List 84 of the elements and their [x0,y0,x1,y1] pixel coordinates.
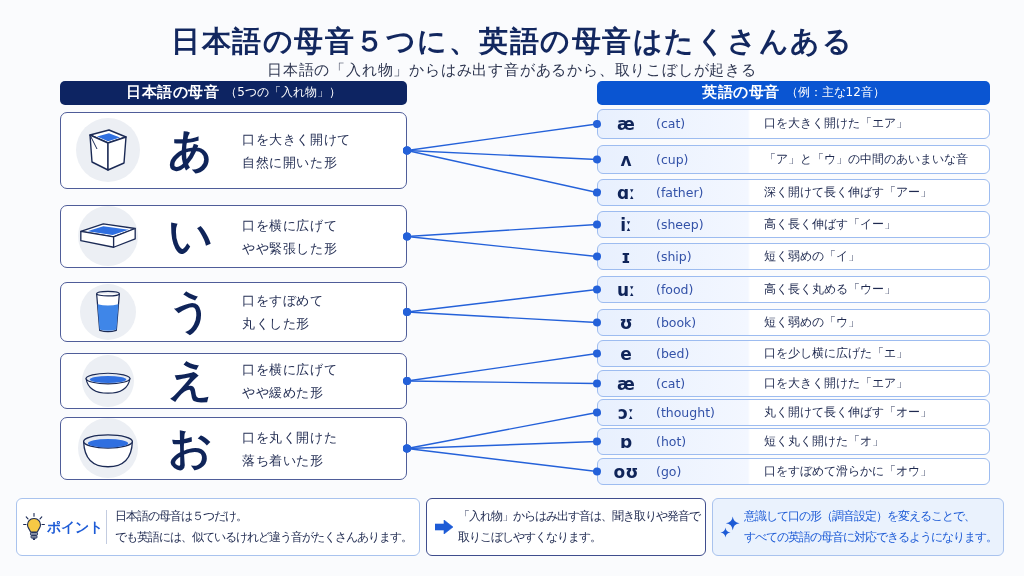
vowel-description: 高く長く丸める「ウー」 [764,282,896,297]
example-word: (go) [656,464,682,479]
mouth-shape-description: 口を横に広げてやや緊張した形 [242,216,338,258]
vowel-description: 短く丸く開けた「オ」 [764,434,884,449]
connector-line [403,408,601,453]
heading-note: （例：主な12音） [785,86,885,100]
vowel-card [60,205,407,268]
note-text: 日本語の母音は５つだけ。でも英語には、似ているけれど違う音がたくさんあります。 [115,508,412,546]
example-word: (ship) [656,249,692,264]
vowel-row [597,243,990,270]
vowel-description: 高く長く伸ばす「イー」 [764,217,896,232]
example-word: (food) [656,282,694,297]
phonetic-symbol: oʊ [613,462,639,481]
header-band [597,81,990,105]
vowel-description: 口を大きく開けた「エア」 [764,117,908,131]
phonetic-symbol: iː [620,215,632,234]
vowel-description: 丸く開けて長く伸ばす「オー」 [764,405,932,420]
mouth-shape-description: 口を丸く開けた落ち着いた形 [242,428,338,470]
phonetic-symbol: ʊ [619,313,633,332]
vowel-row [597,109,990,139]
phonetic-symbol: e [620,344,632,363]
note-box [712,498,1004,556]
vowel-row [597,179,990,206]
vowel-row [597,458,990,485]
header-band [60,81,407,105]
vowel-row [597,145,990,174]
mouth-shape-description: 口を大きく開けて自然に開いた形 [242,130,351,172]
subtitle: 日本語の「入れ物」からはみ出す音があるから、取りこぼしが起きる [267,62,757,79]
phonetic-symbol: ʌ [620,150,632,169]
phonetic-symbol: ɒ [619,432,633,451]
point-heading: ポイント [47,519,103,535]
phonetic-symbol: æ [617,114,635,134]
kana-character: あ [167,127,213,172]
note-box [426,498,706,556]
vowel-description: 口を少し横に広げた「エ」 [764,346,908,361]
connector-line [403,232,601,261]
example-word: (cat) [656,376,686,391]
vowel-card [60,282,407,342]
connector-line [403,308,601,327]
example-word: (book) [656,315,697,330]
example-word: (cat) [656,117,686,131]
vowel-card [60,417,407,480]
note-text: 意識して口の形（調音設定）を変えることで、すべての英語の母音に対応できるようになります。 [744,508,997,546]
note-text: 「入れ物」からはみ出す音は、聞き取りや発音で取りこぼしやすくなります。 [458,508,700,546]
vowel-description: 深く開けて長く伸ばす「アー」 [764,185,932,200]
vowel-card [60,112,407,189]
example-word: (father) [656,185,704,200]
phonetic-symbol: ɔː [618,403,634,422]
vowel-card [60,353,407,409]
kana-character: い [167,213,213,258]
mouth-shape-description: 口をすぼめて丸くした形 [242,292,324,333]
vowel-row [597,309,990,336]
vowel-row [597,370,990,397]
column-heading: 日本語の母音 [126,85,220,101]
heading-note: （5つの「入れ物」） [225,86,341,100]
vowel-row [597,211,990,238]
vowel-row [597,340,990,367]
column-heading: 英語の母音 [702,85,780,101]
kana-character: え [167,358,213,403]
example-word: (cup) [656,152,689,167]
example-word: (hot) [656,434,687,449]
connector-line [403,146,601,197]
vowel-description: 短く弱めの「ウ」 [764,315,860,330]
connector-line [403,444,601,476]
phonetic-symbol: uː [617,280,635,299]
vowel-description: 「ア」と「ウ」の中間のあいまいな音 [764,152,968,167]
example-word: (sheep) [656,217,704,232]
kana-character: お [167,425,213,470]
vowel-row [597,276,990,303]
kana-character: う [167,289,213,334]
note-box [16,498,420,556]
vowel-description: 口をすぼめて滑らかに「オウ」 [764,464,932,479]
connector-line [403,377,601,388]
phonetic-symbol: æ [617,374,635,393]
example-word: (bed) [656,346,690,361]
vowel-description: 口を大きく開けた「エア」 [764,376,908,391]
mouth-shape-description: 口を横に広げてやや緩めた形 [242,361,338,402]
vowel-row [597,428,990,455]
phonetic-symbol: ɪ [621,247,631,266]
vowel-row [597,399,990,426]
example-word: (thought) [656,405,715,420]
title: 日本語の母音５つに、英語の母音はたくさんある [171,25,853,59]
phonetic-symbol: ɑː [617,183,635,202]
vowel-description: 短く弱めの「イ」 [764,249,860,264]
